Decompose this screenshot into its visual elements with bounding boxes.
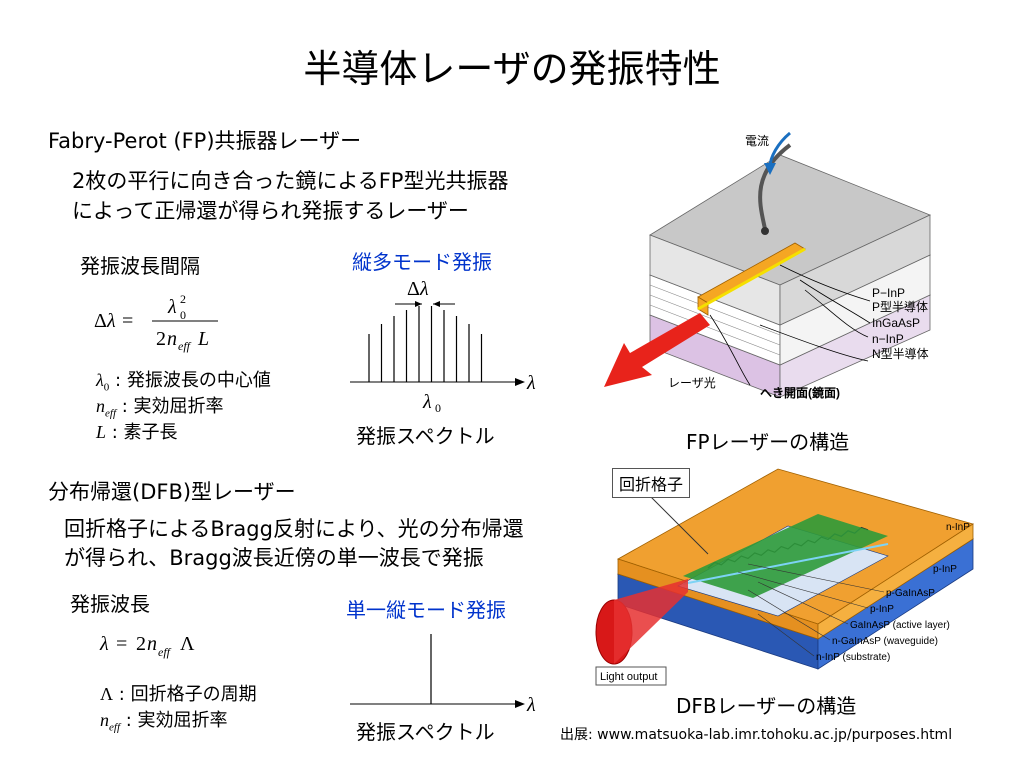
fp-def-L-desc: : 素子長 <box>111 422 178 443</box>
svg-text:L: L <box>197 328 209 350</box>
svg-text:2: 2 <box>136 633 146 655</box>
dfb-spectrum-axis-label: λ <box>526 694 536 716</box>
fp-def-L: L : 素子長 <box>96 422 178 443</box>
svg-text:Λ: Λ <box>180 633 195 655</box>
dfb-def-neff-desc: : 実効屈折率 <box>125 710 228 731</box>
fp-spectrum: Δ λ λ λ 0 <box>350 278 536 415</box>
dfb-fig-output: Light output <box>600 671 658 683</box>
fp-def-neff: neff : 実効屈折率 <box>96 396 224 420</box>
fp-fig-layer1b: P型半導体 <box>872 300 928 314</box>
fp-fig-laser-label: レーザ光 <box>668 376 716 390</box>
dfb-def-period-desc: : 回折格子の周期 <box>118 684 257 705</box>
dfb-fig-l7: n-InP (substrate) <box>816 652 890 663</box>
svg-text:0: 0 <box>435 401 441 415</box>
dfb-heading: 分布帰還(DFB)型レーザー <box>48 480 296 504</box>
svg-text:=: = <box>116 633 127 655</box>
dfb-fig-l6: n-GaInAsP (waveguide) <box>832 636 938 647</box>
fp-fig-layer1: P−InP <box>872 286 905 300</box>
fp-mode-label: 縦多モード発振 <box>352 250 492 274</box>
svg-text:λ: λ <box>167 296 177 318</box>
dfb-spectrum: λ <box>350 634 536 716</box>
dfb-fig-l3: p-GaInAsP <box>886 588 935 599</box>
dfb-def-neff: neff : 実効屈折率 <box>100 710 228 734</box>
fp-caption: FPレーザーの構造 <box>686 430 850 454</box>
dfb-fig-l4: p-InP <box>870 604 894 615</box>
dfb-def-period: Λ : 回折格子の周期 <box>100 684 257 705</box>
fp-spectrum-center-label: λ <box>422 391 432 413</box>
fp-fig-layer3b: N型半導体 <box>872 347 929 361</box>
fp-structure-figure: 電流 レーザ光 P−InP P型半導体 InGaAsP n−InP N型半導体 … <box>604 131 932 400</box>
page-title: 半導体レーザの発振特性 <box>303 47 721 91</box>
dfb-wavelength-label: 発振波長 <box>70 592 150 616</box>
svg-text:eff: eff <box>178 339 192 353</box>
fp-spectrum-axis-label: λ <box>526 372 536 394</box>
svg-text:Δ: Δ <box>94 310 107 332</box>
fp-spectrum-lines <box>368 306 483 382</box>
fp-formula: Δ λ = λ 2 0 2 n eff L <box>94 292 218 353</box>
dfb-desc-line1: 回折格子によるBragg反射により、光の分布帰還 <box>64 517 524 541</box>
svg-text:2: 2 <box>180 292 186 306</box>
svg-text:=: = <box>122 310 133 332</box>
dfb-fig-l2: p-InP <box>933 564 957 575</box>
svg-text:eff: eff <box>158 645 172 659</box>
dfb-fig-l1: n-InP <box>946 522 970 533</box>
fp-fig-current-label: 電流 <box>745 134 769 148</box>
dfb-spectrum-label: 発振スペクトル <box>356 720 495 744</box>
dfb-mode-label: 単一縦モード発振 <box>346 598 506 622</box>
dfb-structure-figure: Light output n-InP p-InP p-GaInAsP p-InP… <box>595 468 974 686</box>
fp-fig-layer3: n−InP <box>872 332 904 346</box>
svg-text:λ: λ <box>106 310 116 332</box>
dfb-fig-l5: GaInAsP (active layer) <box>850 620 950 631</box>
svg-text:0: 0 <box>180 308 186 322</box>
fp-spacing-label: 発振波長間隔 <box>80 254 200 278</box>
fp-desc-line1: 2枚の平行に向き合った鏡によるFP型光共振器 <box>72 169 509 193</box>
fp-desc-line2: によって正帰還が得られ発振するレーザー <box>72 199 469 223</box>
fp-heading: Fabry-Perot (FP)共振器レーザー <box>48 129 362 153</box>
svg-text:2: 2 <box>156 328 166 350</box>
fp-spectrum-delta-lambda: λ <box>419 278 429 300</box>
fp-spectrum-label: 発振スペクトル <box>356 424 495 448</box>
fp-fig-layer2: InGaAsP <box>872 316 920 330</box>
dfb-desc-line2: が得られ、Bragg波長近傍の単一波長で発振 <box>64 546 484 570</box>
svg-text:n: n <box>147 633 157 655</box>
dfb-grating-label: 回折格子 <box>612 468 691 498</box>
fp-spectrum-delta: Δ <box>407 278 420 300</box>
dfb-source: 出展: www.matsuoka-lab.imr.tohoku.ac.jp/pu… <box>560 727 953 743</box>
fp-def-lambda0-desc: : 発振波長の中心値 <box>115 370 271 391</box>
svg-text:n: n <box>167 328 177 350</box>
fp-def-neff-desc: : 実効屈折率 <box>121 396 224 417</box>
dfb-caption: DFBレーザーの構造 <box>676 694 857 718</box>
dfb-formula: λ = 2 n eff Λ <box>99 633 195 659</box>
fp-def-lambda0: λ0 : 発振波長の中心値 <box>96 370 271 394</box>
svg-text:λ: λ <box>99 633 109 655</box>
fp-fig-facet: へき開面(鏡面) <box>760 385 840 400</box>
